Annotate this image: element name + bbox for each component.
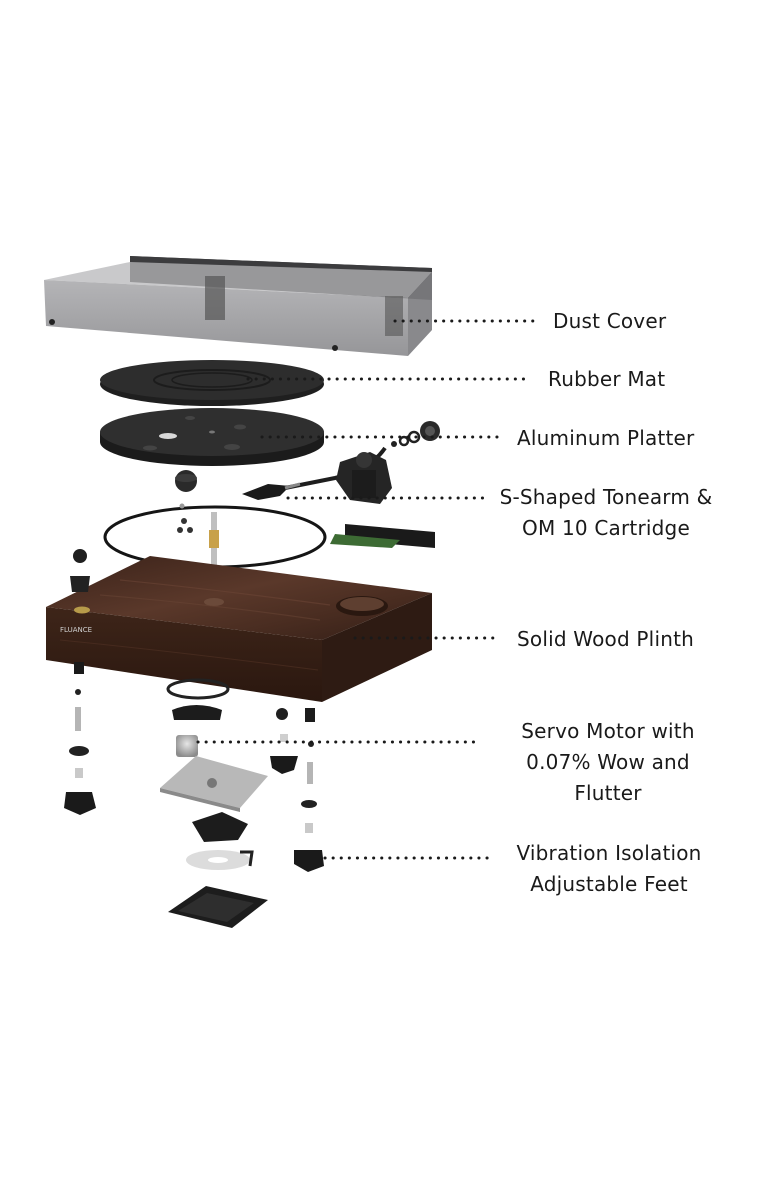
circuit-board [330, 524, 435, 548]
wood-plinth: FLUANCE [46, 556, 432, 702]
callout-feet-line2: Adjustable Feet [530, 872, 688, 896]
callout-motor-line1: Servo Motor with [521, 719, 695, 743]
callout-rubber-mat: Rubber Mat [548, 364, 665, 395]
callout-tonearm-line2: OM 10 Cartridge [522, 516, 690, 540]
callout-rubber-mat-text: Rubber Mat [548, 367, 666, 391]
callout-aluminum-platter: Aluminum Platter [517, 423, 694, 454]
dust-cover [44, 256, 432, 356]
callout-motor-line3: Flutter [574, 781, 642, 805]
callout-plinth-text: Solid Wood Plinth [517, 627, 694, 651]
plinth-logo: FLUANCE [60, 626, 92, 634]
spindle [177, 503, 219, 567]
right-foot-stack [270, 708, 324, 872]
callout-feet-line1: Vibration Isolation [516, 841, 702, 865]
callout-feet: Vibration Isolation Adjustable Feet [510, 838, 708, 900]
left-foot-stack [64, 549, 96, 815]
callout-dust-cover: Dust Cover [553, 306, 666, 337]
callout-tonearm-line1: S-Shaped Tonearm & [499, 485, 713, 509]
rubber-mat [100, 360, 324, 406]
callout-tonearm: S-Shaped Tonearm & OM 10 Cartridge [497, 482, 715, 544]
callout-motor-line2: 0.07% Wow and [526, 750, 690, 774]
aluminum-platter [100, 408, 324, 466]
callout-motor: Servo Motor with 0.07% Wow and Flutter [506, 716, 710, 809]
callout-dust-cover-text: Dust Cover [553, 309, 667, 333]
callout-plinth: Solid Wood Plinth [517, 624, 694, 655]
callout-aluminum-platter-text: Aluminum Platter [517, 426, 695, 450]
leader-lines [196, 319, 542, 860]
motor-assembly [160, 678, 268, 928]
